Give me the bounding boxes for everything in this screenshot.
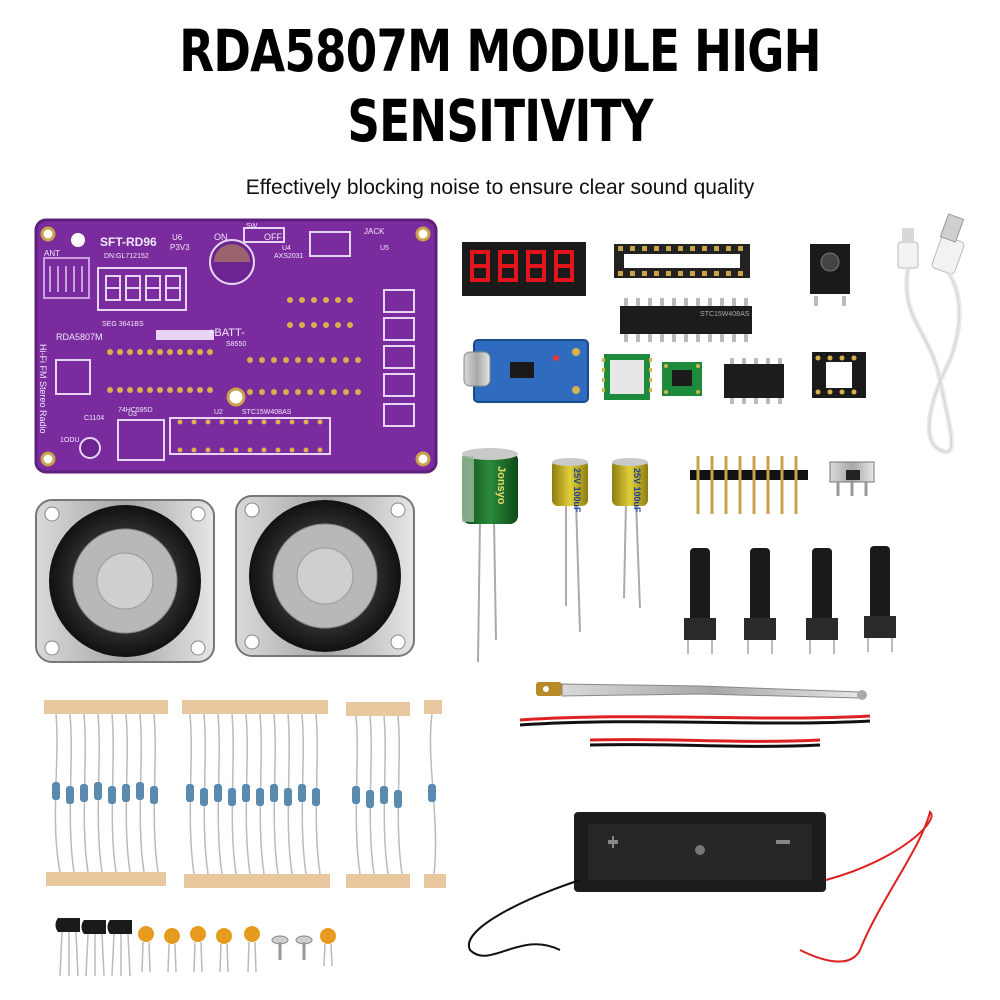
pcb-label-ant: ANT: [44, 249, 60, 258]
usb-cable: [897, 213, 965, 455]
usb-charger-module: [463, 339, 589, 403]
capacitor-small-1: 25V 100uF: [552, 458, 588, 633]
pcb-label-1odu: 1ODU: [60, 437, 79, 444]
tact-switch-4: [864, 546, 896, 652]
pcb-label-batt: +BATT-: [208, 327, 245, 339]
seven-segment-display: [462, 242, 586, 296]
pcb-label-hifi: Hi-Fi FM Stereo Radio: [38, 344, 48, 434]
transistors: [55, 918, 132, 977]
pcb-label-u4: U4: [282, 245, 291, 252]
ceramic-capacitors: [138, 926, 260, 973]
pin-header: [690, 456, 808, 514]
pcb-label-rda5807m: RDA5807M: [56, 332, 103, 342]
pcb-datecode-label: DN:GL712152: [104, 253, 149, 260]
capacitor-large-label: Jonsyo: [495, 466, 507, 505]
pcb-name-label: SFT-RD96: [100, 235, 157, 249]
pcb-label-axs2031-1: AXS2031: [274, 253, 304, 260]
pcb-label-p3v3: P3V3: [170, 243, 190, 252]
tact-switch-2: [744, 548, 776, 654]
red-black-wire-2: [589, 738, 821, 748]
red-black-wire-1: [519, 714, 871, 727]
pcb-label-jack: JACK: [364, 227, 385, 236]
telescopic-antenna: [536, 682, 867, 700]
pcb-label-s8550: S8550: [226, 341, 246, 348]
tact-switch-1: [684, 548, 716, 654]
soic-chip: [724, 358, 784, 404]
pcb-label-stc: STC15W408AS: [242, 409, 292, 416]
resistor-strip-3: [346, 702, 410, 888]
pcb-label-on: ON: [214, 232, 228, 242]
title-line-1: RDA5807M MODULE HIGH: [179, 17, 821, 85]
speaker-left: [35, 499, 215, 663]
dip-socket: [812, 352, 866, 398]
pcb-label-u2: U2: [214, 409, 223, 416]
resistor-strip-2: [182, 700, 330, 888]
pcb-label-u3: U3: [128, 411, 137, 418]
pcb-label-sw: SW: [246, 223, 258, 230]
mcu-chip: STC15W408AS: [620, 298, 752, 342]
resistor-strip-1: [44, 700, 168, 886]
title-line-2: SENSITIVITY: [347, 87, 653, 155]
pcb-label-74hc595d: 74HC595D: [118, 407, 153, 414]
ic-socket: [614, 244, 750, 278]
capacitor-small-2-label: 25V 100uF: [632, 468, 642, 513]
capacitor-small-2: 25V 100uF: [612, 458, 648, 609]
pcb-board: SFT-RD96 DN:GL712152 ANT U6 P3V3 ON SW O…: [34, 218, 438, 474]
audio-jack: [810, 244, 850, 306]
pcb-label-u5: U5: [380, 245, 389, 252]
resistor-strip-4: [424, 700, 446, 888]
radio-module: [602, 354, 652, 400]
screws: [271, 928, 336, 967]
tact-switch-3: [806, 548, 838, 654]
pcb-label-c1104: C1104: [84, 415, 104, 422]
pcb-label-off: OFF: [264, 232, 282, 242]
battery-holder: [467, 810, 933, 963]
pcb-label-u6: U6: [172, 233, 183, 242]
capacitor-small-1-label: 25V 100uF: [572, 468, 582, 513]
mcu-chip-label: STC15W408AS: [700, 311, 750, 318]
pcb-label-seg: SEG 3641BS: [102, 321, 144, 328]
amp-module: [662, 362, 702, 396]
subtitle: Effectively blocking noise to ensure cle…: [245, 176, 755, 199]
slide-switch: [829, 461, 875, 496]
capacitor-large: Jonsyo: [462, 448, 518, 663]
speaker-right: [235, 495, 415, 657]
